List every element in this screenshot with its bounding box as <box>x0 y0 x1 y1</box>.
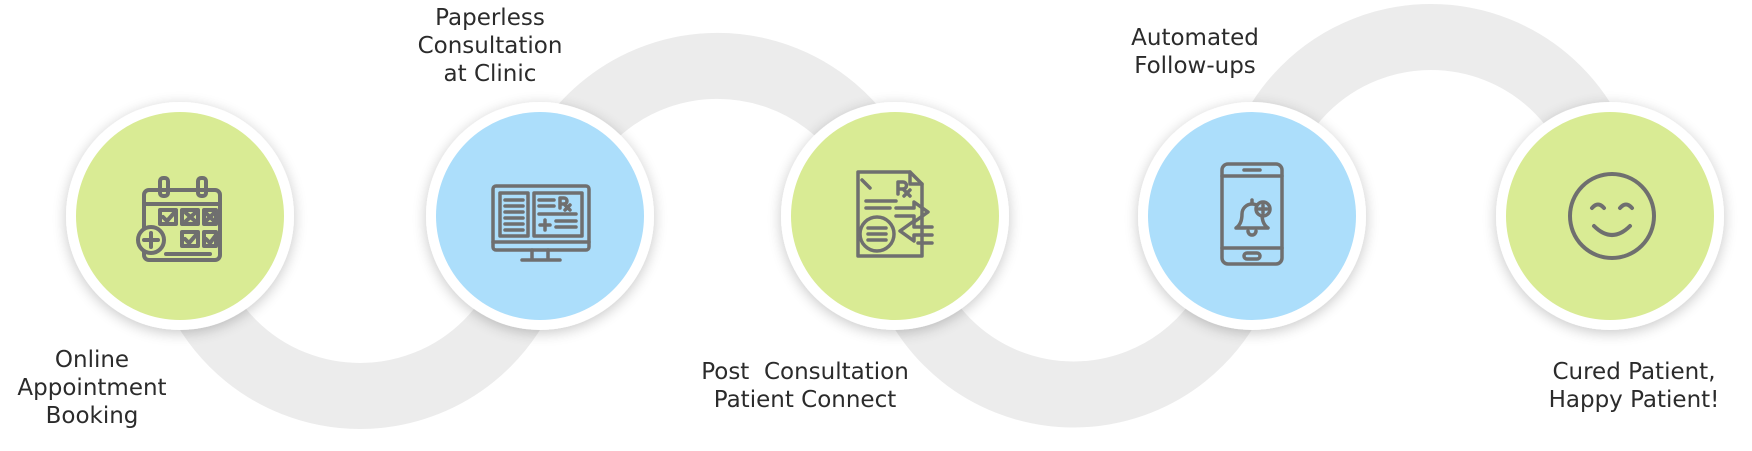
step-4-circle <box>1148 112 1356 320</box>
step-2-node <box>426 102 654 330</box>
step-4-node <box>1138 102 1366 330</box>
step-2-label-line-2: Consultation <box>417 33 563 59</box>
step-4-label-line-2: Follow-ups <box>1134 53 1256 79</box>
step-4-label-line-1: Automated <box>1131 25 1259 51</box>
step-5-circle <box>1506 112 1714 320</box>
phone-notification-icon <box>1220 162 1284 266</box>
step-3-label-line-2: Patient Connect <box>713 387 897 413</box>
step-3-node <box>781 102 1009 330</box>
step-1-label: Online Appointment Booking <box>0 346 184 430</box>
step-5-label: Cured Patient, Happy Patient! <box>1520 358 1748 414</box>
calendar-checklist-icon <box>136 176 222 262</box>
step-5-label-line-1: Cured Patient, <box>1552 359 1716 385</box>
step-5-label-line-2: Happy Patient! <box>1548 387 1720 413</box>
step-2-label: Paperless Consultation at Clinic <box>400 4 580 88</box>
step-3-label-line-1: Post Consultation <box>701 359 909 385</box>
step-2-circle <box>436 112 644 320</box>
step-2-label-line-3: at Clinic <box>443 61 537 87</box>
step-1-node <box>66 102 294 330</box>
step-1-label-line-1: Online <box>54 347 130 373</box>
step-5-node <box>1496 102 1724 330</box>
step-3-label: Post Consultation Patient Connect <box>670 358 940 414</box>
monitor-prescription-icon <box>491 184 591 262</box>
step-1-label-line-3: Booking <box>45 403 139 429</box>
smiley-face-icon <box>1568 172 1656 260</box>
step-2-label-line-1: Paperless <box>435 5 545 31</box>
step-4-label: Automated Follow-ups <box>1090 24 1300 80</box>
prescription-transfer-icon <box>856 170 934 258</box>
step-1-label-line-2: Appointment <box>17 375 167 401</box>
